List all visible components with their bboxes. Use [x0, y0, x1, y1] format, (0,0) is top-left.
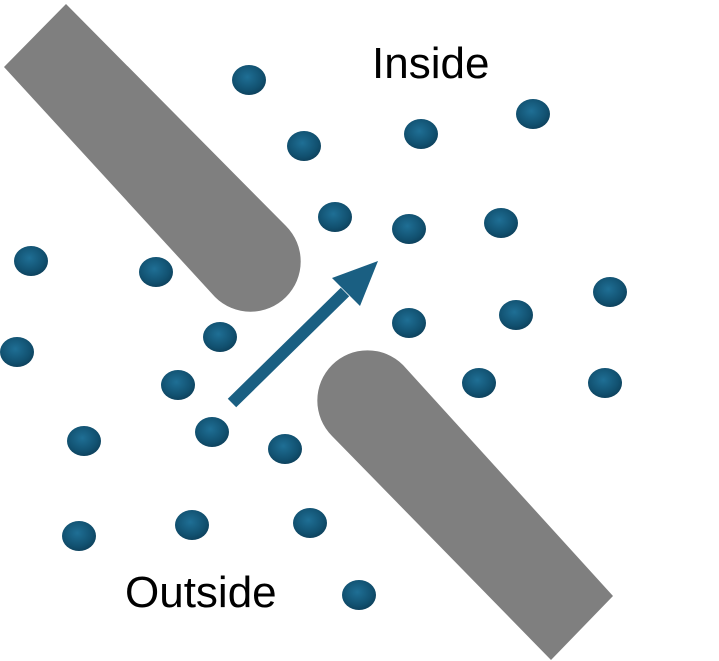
particle-dot-icon [588, 368, 622, 398]
particle-dot-icon [195, 417, 229, 447]
particle-dot-icon [342, 580, 376, 610]
particle-dot-icon [139, 257, 173, 287]
particle-dot-icon [499, 300, 533, 330]
particle-dot-icon [175, 510, 209, 540]
particle-dot-icon [161, 370, 195, 400]
particle-dot-icon [268, 434, 302, 464]
particle-dot-icon [232, 65, 266, 95]
particle-dot-icon [593, 277, 627, 307]
particle-dot-icon [392, 214, 426, 244]
particle-dot-icon [404, 119, 438, 149]
lower-barrier [317, 350, 613, 660]
particles-group [0, 65, 627, 610]
flow-arrow-head [332, 261, 378, 306]
particle-dot-icon [62, 521, 96, 551]
particle-dot-icon [203, 322, 237, 352]
flow-arrow-shaft [227, 287, 350, 408]
particle-dot-icon [14, 246, 48, 276]
particle-dot-icon [0, 337, 34, 367]
particle-dot-icon [318, 202, 352, 232]
particle-dot-icon [67, 426, 101, 456]
particle-dot-icon [293, 508, 327, 538]
outside-label: Outside [125, 568, 277, 617]
particle-dot-icon [392, 308, 426, 338]
inside-label: Inside [372, 39, 489, 88]
particle-dot-icon [516, 99, 550, 129]
particle-dot-icon [484, 208, 518, 238]
upper-barrier [4, 4, 301, 312]
particle-dot-icon [287, 131, 321, 161]
particle-dot-icon [462, 368, 496, 398]
flow-arrow-icon [227, 261, 378, 408]
